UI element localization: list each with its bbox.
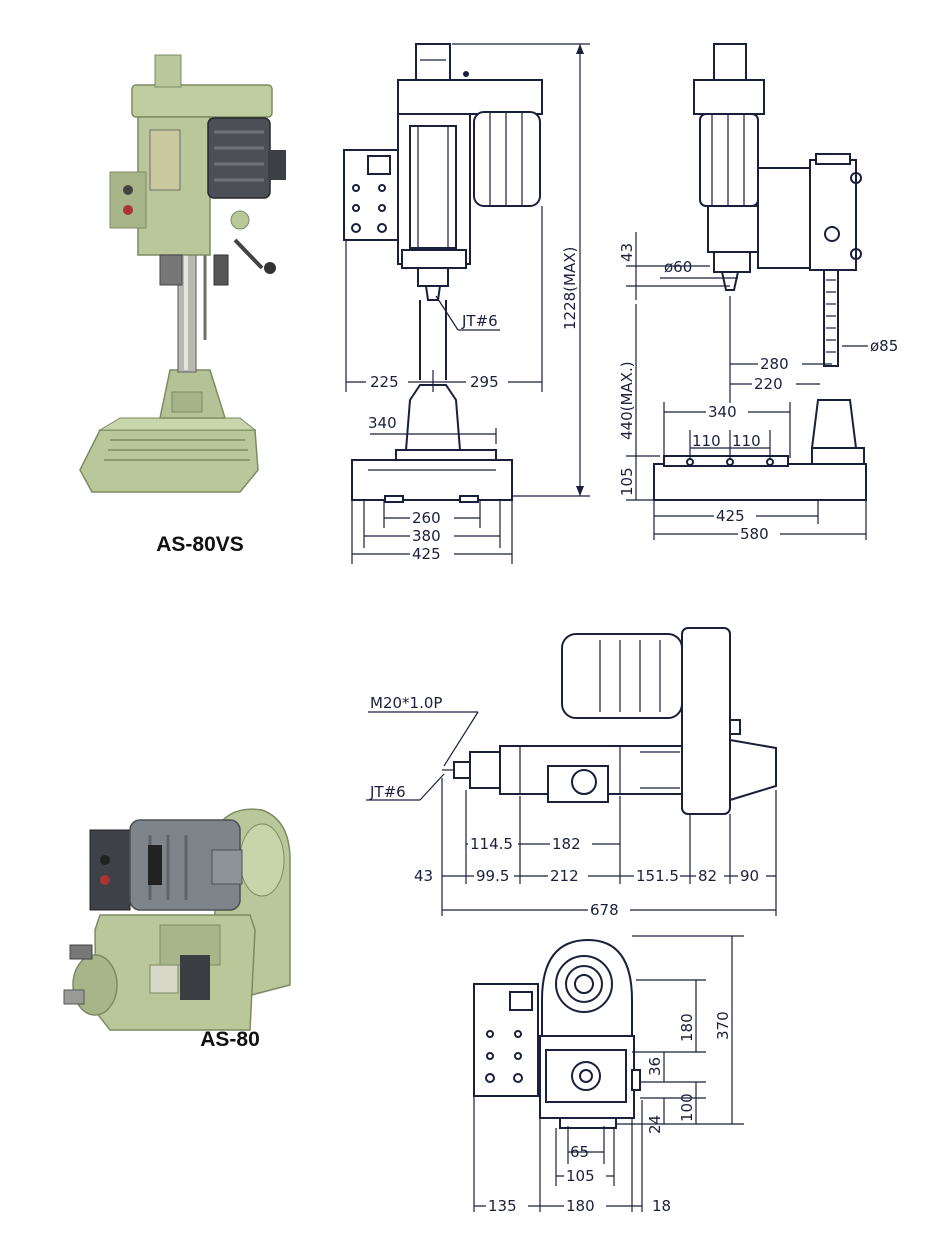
end-d-65-label: 65 xyxy=(570,1143,589,1161)
front-left-reach-label: 225 xyxy=(370,373,399,391)
model-label-as-80: AS-80 xyxy=(200,1028,260,1051)
horizontal-d-99-5-label: 99.5 xyxy=(476,867,509,885)
end-d-180v-label: 180 xyxy=(678,1013,696,1042)
front-right-reach-label: 295 xyxy=(470,373,499,391)
side-slot-a-label: 110 xyxy=(692,432,721,450)
horizontal-d-82-label: 82 xyxy=(698,867,717,885)
side-slot-span-label: 340 xyxy=(708,403,737,421)
side-stroke-label: 43 xyxy=(618,243,636,262)
end-d-135-label: 135 xyxy=(488,1197,517,1215)
photo-as-80vs-machine xyxy=(79,54,286,493)
end-d-100-label: 100 xyxy=(678,1093,696,1122)
end-d-105-label: 105 xyxy=(566,1167,595,1185)
front-spindle-taper-label: JT#6 xyxy=(461,312,498,330)
side-slot-b-label: 110 xyxy=(732,432,761,450)
horizontal-taper-label: JT#6 xyxy=(369,783,406,801)
horizontal-view-drawing: M20*1.0P JT#6 114.5 182 43 99.5 212 151.… xyxy=(366,627,777,919)
end-d-180h-label: 180 xyxy=(566,1197,595,1215)
end-d-370-label: 370 xyxy=(714,1011,732,1040)
side-column-dia-label: ø85 xyxy=(870,337,898,355)
end-d-18-label: 18 xyxy=(652,1197,671,1215)
horizontal-total-length-label: 678 xyxy=(590,901,619,919)
horizontal-d-182-label: 182 xyxy=(552,835,581,853)
front-view-drawing: JT#6 1228(MAX) 225 295 340 260 380 xyxy=(343,43,590,564)
front-column-base-label: 340 xyxy=(368,414,397,432)
end-d-36-label: 36 xyxy=(646,1057,664,1076)
photo-as-80-machine xyxy=(63,808,291,1031)
horizontal-d-114-5-label: 114.5 xyxy=(470,835,513,853)
side-base-height-label: 105 xyxy=(618,467,636,496)
horizontal-d-212-label: 212 xyxy=(550,867,579,885)
side-view-drawing: 43 ø60 ø85 440(MAX.) 105 280 220 340 110 xyxy=(618,43,898,543)
side-offset-b-label: 220 xyxy=(754,375,783,393)
front-base-total-label: 425 xyxy=(412,545,441,563)
front-height-max-label: 1228(MAX) xyxy=(561,247,579,330)
horizontal-d-151-5-label: 151.5 xyxy=(636,867,679,885)
end-d-24-label: 24 xyxy=(646,1115,664,1134)
side-spindle-dia-label: ø60 xyxy=(664,258,692,276)
side-base-depth-label: 425 xyxy=(716,507,745,525)
model-label-as-80vs: AS-80VS xyxy=(156,533,244,556)
horizontal-thread-label: M20*1.0P xyxy=(370,694,442,712)
front-base-inner-label: 260 xyxy=(412,509,441,527)
side-base-total-label: 580 xyxy=(740,525,769,543)
front-base-mid-label: 380 xyxy=(412,527,441,545)
end-view-drawing: 36 180 370 100 24 65 105 135 180 18 xyxy=(473,935,744,1215)
side-offset-a-label: 280 xyxy=(760,355,789,373)
horizontal-d-43-label: 43 xyxy=(414,867,433,885)
horizontal-d-90-label: 90 xyxy=(740,867,759,885)
side-table-height-label: 440(MAX.) xyxy=(618,361,636,440)
